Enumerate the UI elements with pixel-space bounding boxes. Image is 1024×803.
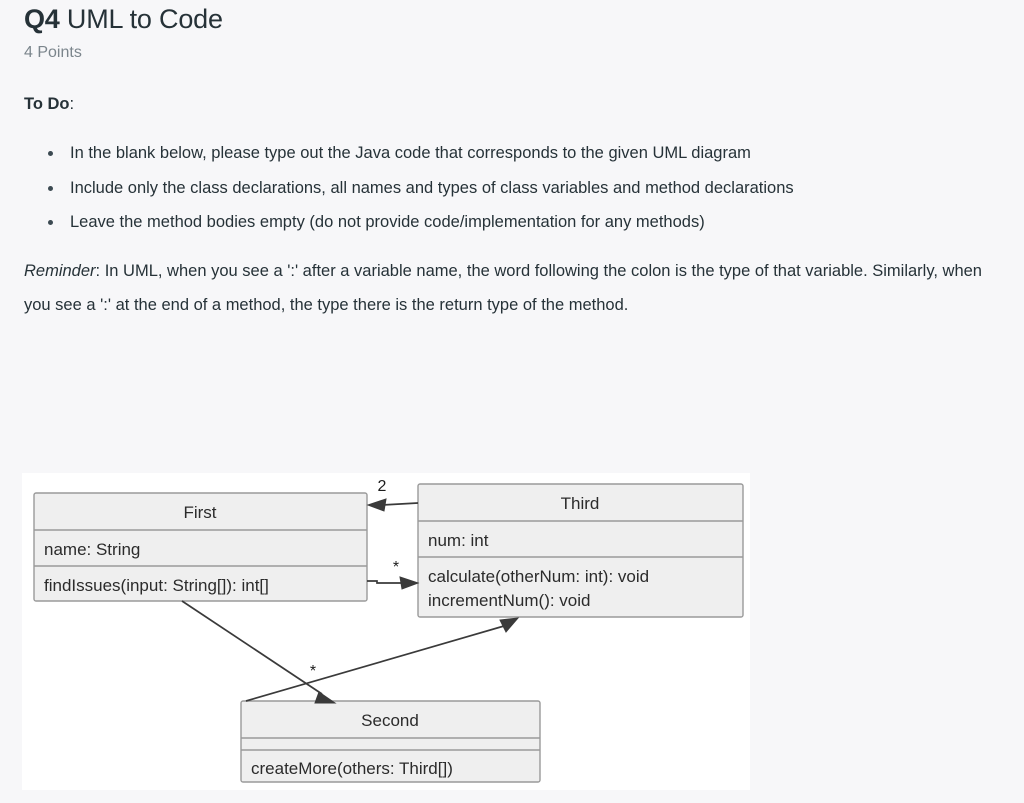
page-title: Q4 UML to Code [24,0,1000,36]
uml-attribute-third-0: num: int [428,531,489,550]
points-label: 4 Points [24,44,82,61]
uml-edge-third-to-first: 2 [366,478,419,512]
uml-class-name-second: Second [361,711,419,730]
todo-heading: To Do: [24,92,1000,116]
uml-class-name-first: First [183,503,216,522]
uml-method-third-0: calculate(otherNum: int): void [428,567,649,586]
uml-class-second: Second createMore(others: Third[]) [240,700,541,783]
uml-diagram-panel: First name: String findIssues(input: Str… [22,473,750,790]
reminder-label: Reminder [24,261,96,280]
list-item: Include only the class declarations, all… [48,171,970,206]
list-item: In the blank below, please type out the … [48,136,970,171]
todo-colon: : [69,95,75,113]
uml-multiplicity-first-to-second: * [310,663,316,680]
uml-edge-second-to-third [245,617,520,702]
uml-multiplicity-third-to-first: 2 [378,478,387,495]
uml-attribute-first-0: name: String [44,540,140,559]
todo-label: To Do [24,95,70,113]
uml-method-first-0: findIssues(input: String[]): int[] [44,576,269,595]
question-title-text: UML to Code [59,4,223,34]
uml-class-third: Third num: int calculate(otherNum: int):… [417,483,744,618]
uml-multiplicity-first-to-third: * [393,559,399,576]
todo-list: In the blank below, please type out the … [24,136,1000,240]
list-item: Leave the method bodies empty (do not pr… [48,205,970,240]
uml-class-name-third: Third [561,494,600,513]
uml-class-first: First name: String findIssues(input: Str… [33,492,368,602]
question-number: Q4 [24,4,60,34]
uml-diagram-svg: First name: String findIssues(input: Str… [33,478,744,783]
uml-edge-first-to-second: * [181,600,337,704]
uml-edge-first-to-third: * [367,559,420,590]
reminder-paragraph: Reminder: In UML, when you see a ':' aft… [24,254,984,323]
reminder-body: : In UML, when you see a ':' after a var… [24,261,982,315]
uml-method-third-1: incrementNum(): void [428,591,591,610]
uml-method-second-0: createMore(others: Third[]) [251,759,453,778]
